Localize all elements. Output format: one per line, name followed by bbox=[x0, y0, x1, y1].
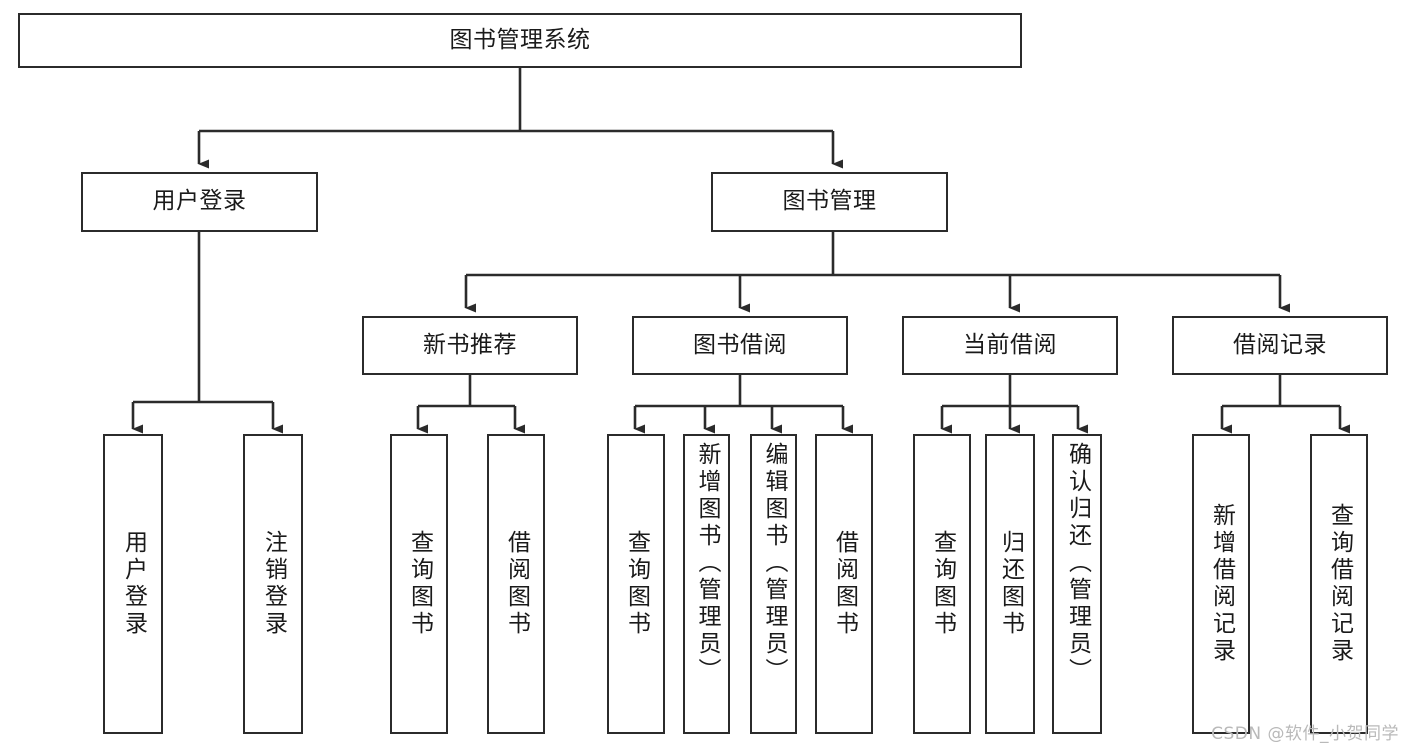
node-label: 查询借阅记录 bbox=[1326, 503, 1353, 665]
leaf-query-book-3[interactable]: 查询图书 bbox=[913, 434, 971, 734]
node-label: 借阅图书 bbox=[831, 530, 858, 638]
leaf-query-book-2[interactable]: 查询图书 bbox=[607, 434, 665, 734]
leaf-borrow-book-1[interactable]: 借阅图书 bbox=[487, 434, 545, 734]
node-book-manage[interactable]: 图书管理 bbox=[711, 172, 948, 232]
node-new-book-recommend[interactable]: 新书推荐 bbox=[362, 316, 578, 375]
node-label: 用户登录 bbox=[152, 188, 247, 215]
node-label: 归还图书 bbox=[997, 530, 1024, 638]
node-label: 查询图书 bbox=[623, 530, 650, 638]
node-label: 新书推荐 bbox=[423, 331, 517, 358]
leaf-return-book[interactable]: 归还图书 bbox=[985, 434, 1035, 734]
node-label: 图书借阅 bbox=[693, 331, 787, 358]
node-label: 编辑图书（管理员） bbox=[761, 442, 787, 685]
leaf-add-record[interactable]: 新增借阅记录 bbox=[1192, 434, 1250, 734]
leaf-borrow-book-2[interactable]: 借阅图书 bbox=[815, 434, 873, 734]
node-book-borrow[interactable]: 图书借阅 bbox=[632, 316, 848, 375]
node-borrow-record[interactable]: 借阅记录 bbox=[1172, 316, 1388, 375]
leaf-add-book[interactable]: 新增图书（管理员） bbox=[683, 434, 730, 734]
node-label: 新增借阅记录 bbox=[1208, 503, 1235, 665]
node-label: 借阅记录 bbox=[1233, 331, 1327, 358]
node-current-borrow[interactable]: 当前借阅 bbox=[902, 316, 1118, 375]
leaf-confirm-return[interactable]: 确认归还（管理员） bbox=[1052, 434, 1102, 734]
node-label: 图书管理 bbox=[782, 188, 877, 215]
node-label: 图书管理系统 bbox=[449, 26, 591, 53]
node-root-system[interactable]: 图书管理系统 bbox=[18, 13, 1022, 68]
node-user-login[interactable]: 用户登录 bbox=[81, 172, 318, 232]
leaf-logout-login[interactable]: 注销登录 bbox=[243, 434, 303, 734]
leaf-edit-book[interactable]: 编辑图书（管理员） bbox=[750, 434, 797, 734]
node-label: 确认归还（管理员） bbox=[1064, 442, 1091, 685]
node-label: 注销登录 bbox=[260, 530, 287, 638]
node-label: 新增图书（管理员） bbox=[694, 442, 720, 685]
watermark-text: CSDN @软件_小贺同学 bbox=[1211, 724, 1399, 744]
node-label: 借阅图书 bbox=[503, 530, 530, 638]
leaf-user-login[interactable]: 用户登录 bbox=[103, 434, 163, 734]
leaf-query-record[interactable]: 查询借阅记录 bbox=[1310, 434, 1368, 734]
node-label: 当前借阅 bbox=[963, 331, 1057, 358]
node-label: 查询图书 bbox=[929, 530, 956, 638]
node-label: 查询图书 bbox=[406, 530, 433, 638]
node-label: 用户登录 bbox=[120, 530, 147, 638]
leaf-query-book-1[interactable]: 查询图书 bbox=[390, 434, 448, 734]
